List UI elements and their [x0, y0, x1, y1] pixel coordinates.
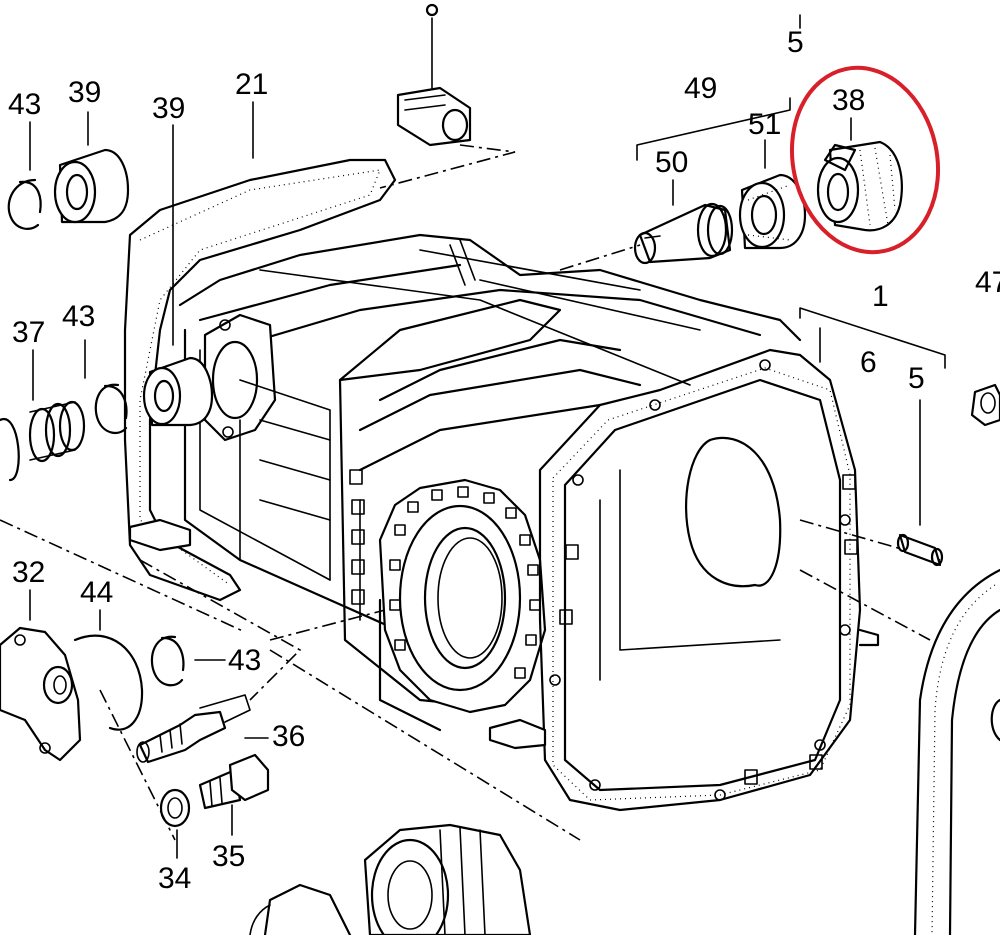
label-47: 47: [975, 266, 1000, 299]
label-32: 32: [12, 556, 46, 589]
highlight-circle: [789, 65, 941, 255]
axis-line-bottom: [269, 649, 581, 841]
label-6: 6: [860, 346, 877, 379]
bearing-teeth: [389, 486, 541, 679]
label-43-middle-left: 43: [62, 300, 96, 333]
label-35: 35: [212, 840, 246, 873]
label-39-housing: 39: [152, 92, 186, 125]
axis-line-right: [799, 569, 931, 641]
label-21: 21: [235, 68, 269, 101]
part-5-dowel-pin: [896, 533, 944, 567]
part-32-cover: [0, 626, 82, 762]
part-8-dot: [425, 3, 439, 17]
label-39-top-left: 39: [68, 76, 102, 109]
part-43c-circlip: [150, 635, 185, 687]
part-43b-circlip: [94, 383, 128, 435]
part-43a-circlip: [7, 178, 42, 230]
label-50: 50: [655, 146, 689, 179]
part-8-sleeve: [396, 3, 472, 147]
axis-line-8: [379, 144, 516, 189]
label-34: 34: [158, 862, 192, 895]
bottom-gear-assembly: [249, 823, 532, 935]
part-44-oring: [73, 634, 144, 731]
part-35-bolt: [198, 753, 270, 810]
part-38-seal: [816, 140, 903, 232]
label-51: 51: [748, 108, 782, 141]
label-43-lower: 43: [228, 644, 262, 677]
right-gasket: [913, 568, 1000, 935]
label-5-top: 5: [787, 26, 804, 59]
label-49: 49: [684, 72, 718, 105]
transmission-housing: [123, 158, 880, 812]
label-37: 37: [12, 316, 46, 349]
label-38: 38: [832, 84, 866, 117]
label-36: 36: [272, 720, 306, 753]
axis-line-left: [0, 519, 246, 633]
part-39a-bush: [53, 148, 130, 224]
part-34-washer: [159, 788, 191, 828]
part-47-nut: [970, 383, 1000, 427]
part-37-spring: [0, 400, 86, 482]
label-44: 44: [80, 576, 114, 609]
leader-lines: [0, 14, 946, 859]
bracket-49: [636, 97, 791, 161]
axis-line-50: [559, 244, 641, 271]
part-36-switch: [136, 694, 251, 764]
label-5-pin: 5: [908, 362, 925, 395]
label-1: 1: [872, 280, 889, 313]
part-51-bearing: [738, 173, 807, 250]
bracket-1: [799, 307, 946, 369]
label-43-top-left: 43: [8, 88, 42, 121]
part-39b-bush: [142, 356, 214, 427]
part-50-shaft: [633, 202, 734, 265]
